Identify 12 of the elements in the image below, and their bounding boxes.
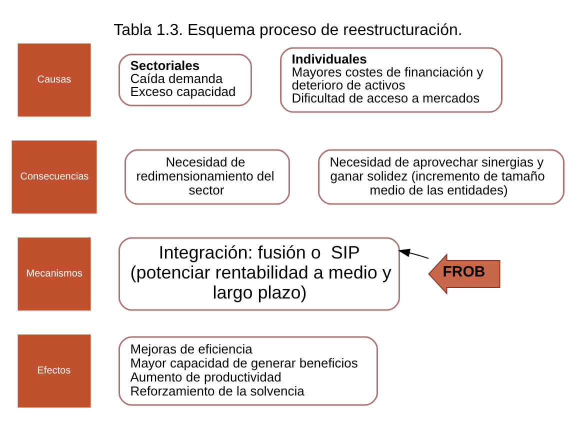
node-box: Necesidad de aprovechar sinergias y ganar solidez (incremento de tamaño medio de las entidades) (318, 149, 564, 205)
node-box: Individuales Mayores costes de financiación y deterioro de activos Dificultad de acceso a mercados (280, 47, 502, 113)
node-box: Causas (18, 44, 91, 116)
node-box: Consecuencias (12, 140, 97, 214)
node-box: Mejoras de eficiencia Mayor capacidad de generar beneficios Aumento de productividad Reforzamiento de la solvencia (118, 336, 378, 406)
node-box: Efectos (18, 334, 91, 408)
diagram-title: Tabla 1.3. Esquema proceso de reestructuración. (114, 22, 462, 39)
node-box: Integración: fusión o SIP (potenciar rentabilidad a medio y largo plazo) (118, 237, 400, 311)
node-box: Necesidad de redimensionamiento del sector (124, 149, 290, 205)
node-box: Mecanismos (18, 238, 91, 310)
node-box: Sectoriales Caída demanda Exceso capacidad (118, 54, 252, 106)
arrow (398, 248, 430, 259)
